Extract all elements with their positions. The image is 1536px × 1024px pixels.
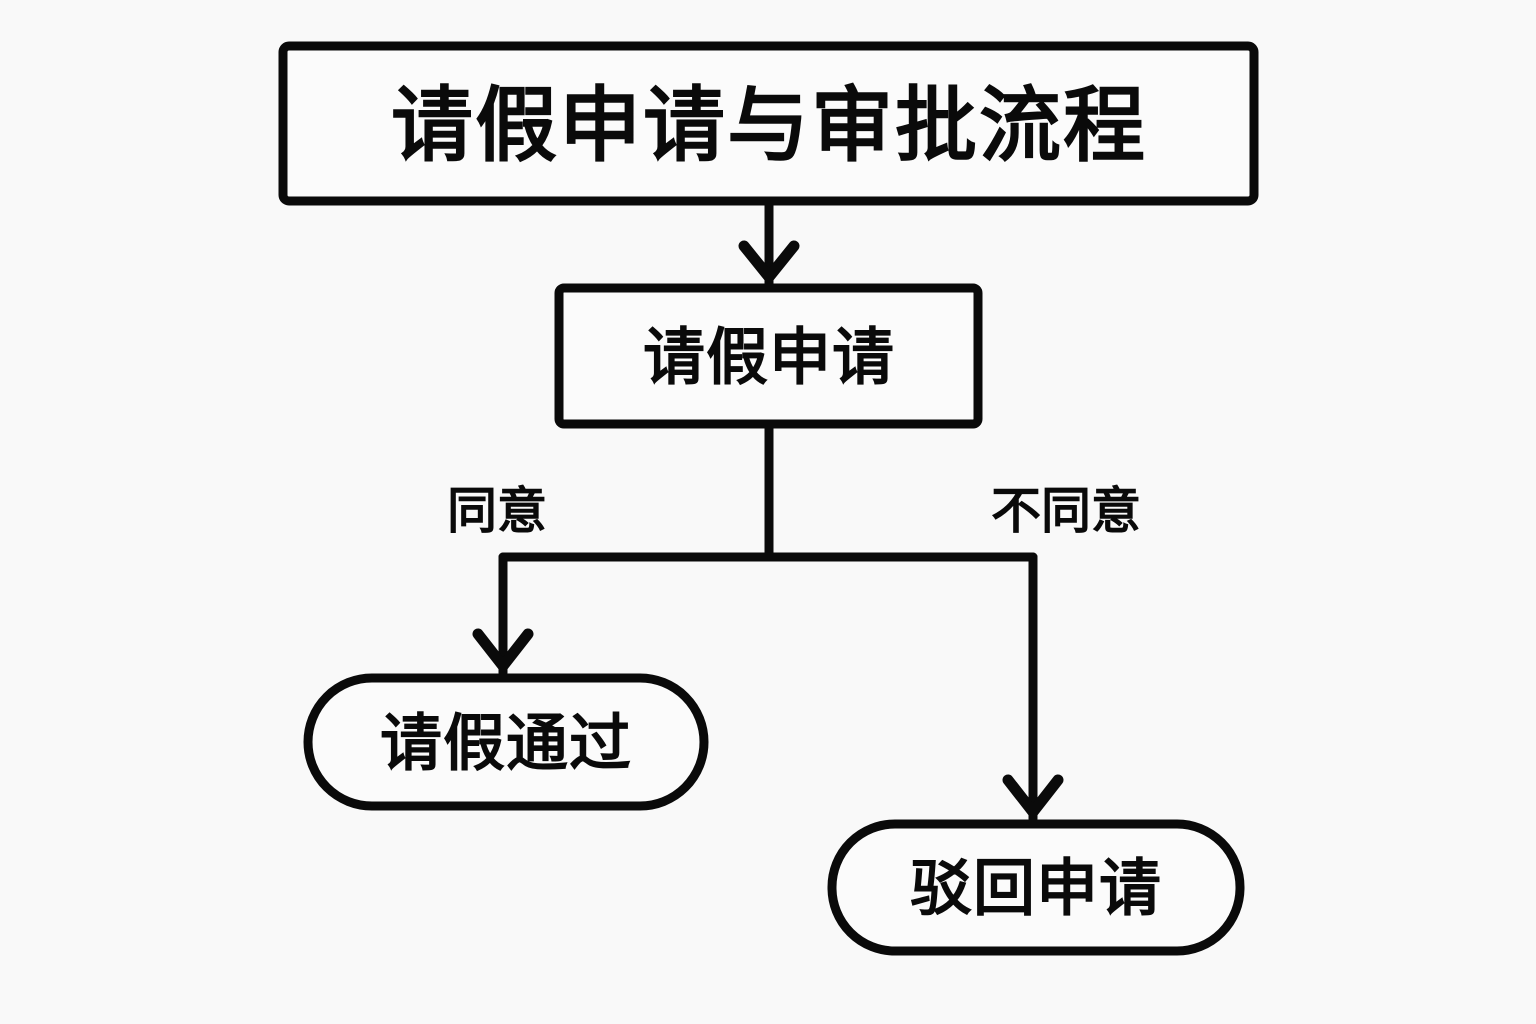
edge-label-agree: 同意 (447, 483, 547, 539)
edge-label-disagree: 不同意 (991, 483, 1141, 539)
node-rejected-label: 驳回申请 (910, 855, 1162, 924)
node-approved[interactable]: 请假通过 (303, 673, 709, 811)
node-rejected[interactable]: 驳回申请 (827, 819, 1245, 956)
node-apply-shape (554, 283, 983, 429)
connector-group (472, 200, 1064, 824)
edge-title-to-apply-arrowhead (738, 240, 800, 283)
node-apply[interactable]: 请假申请 (554, 283, 983, 429)
node-title[interactable]: 请假申请与审批流程 (278, 41, 1259, 206)
node-title-shape (278, 41, 1259, 206)
node-approved-label: 请假通过 (380, 710, 632, 779)
node-rejected-shape (827, 819, 1245, 956)
node-approved-shape (303, 673, 709, 811)
node-apply-label: 请假申请 (643, 324, 895, 393)
edge-agree-arrowhead (472, 628, 534, 672)
node-title-label: 请假申请与审批流程 (391, 81, 1147, 172)
edge-disagree-arrowhead (1002, 774, 1064, 818)
